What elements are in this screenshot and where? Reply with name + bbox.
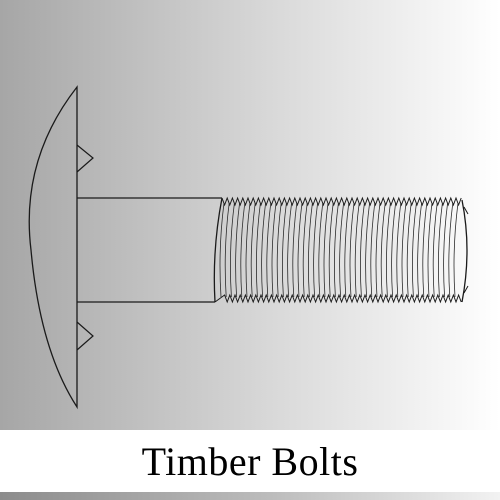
thread-line xyxy=(412,202,417,298)
thread-line xyxy=(375,202,381,298)
thread-line xyxy=(328,202,334,298)
thread-line xyxy=(266,202,272,298)
thread-line xyxy=(323,202,329,298)
illustration-background xyxy=(0,0,500,430)
thread-line xyxy=(271,202,277,298)
thread-line xyxy=(438,202,443,298)
thread-line xyxy=(308,202,313,298)
thread-line xyxy=(339,202,344,298)
thread-line xyxy=(344,202,350,298)
thread-line xyxy=(386,202,391,298)
thread-line xyxy=(219,202,225,298)
bolt-thread xyxy=(214,196,462,304)
thread-line xyxy=(370,202,376,298)
bolt-fin-top xyxy=(76,144,94,173)
thread-line xyxy=(297,202,303,298)
thread-line xyxy=(240,202,246,298)
thread-line xyxy=(282,202,287,298)
thread-line xyxy=(313,202,318,298)
bolt-shank xyxy=(77,197,223,303)
thread-line xyxy=(448,202,454,298)
thread-line xyxy=(391,202,396,298)
thread-crest-bottom xyxy=(214,293,462,304)
thread-line xyxy=(396,202,402,298)
thread-line xyxy=(287,202,292,298)
thread-line xyxy=(354,202,360,298)
thread-line xyxy=(427,202,433,298)
thread-line xyxy=(365,202,370,298)
thread-line xyxy=(432,202,438,298)
bolt-tip xyxy=(461,199,468,303)
thread-line xyxy=(224,202,230,298)
thread-line xyxy=(256,202,261,298)
thread-line xyxy=(250,202,256,298)
bolt-fin-bottom xyxy=(76,321,94,351)
thread-line xyxy=(245,202,251,298)
thread-line xyxy=(318,202,324,298)
thread-line xyxy=(230,202,235,298)
thread-line xyxy=(349,202,355,298)
bolt-head xyxy=(28,85,78,410)
thread-line xyxy=(292,202,298,298)
thread-line xyxy=(334,202,339,298)
thread-line xyxy=(302,202,308,298)
thread-line xyxy=(453,202,459,298)
thread-line xyxy=(417,202,422,298)
product-caption: Timber Bolts xyxy=(141,438,359,484)
thread-line xyxy=(380,202,386,298)
thread-line xyxy=(360,202,365,298)
thread-line xyxy=(443,202,448,298)
thread-line xyxy=(276,202,282,298)
thread-crest-top xyxy=(221,196,462,207)
bottom-divider-bar xyxy=(0,492,500,500)
bolt-illustration xyxy=(0,0,500,430)
thread-line xyxy=(261,202,266,298)
thread-line xyxy=(422,202,428,298)
bolt-tip-chamfer xyxy=(463,206,469,294)
thread-line xyxy=(235,202,240,298)
thread-line xyxy=(401,202,407,298)
thread-line xyxy=(406,202,412,298)
